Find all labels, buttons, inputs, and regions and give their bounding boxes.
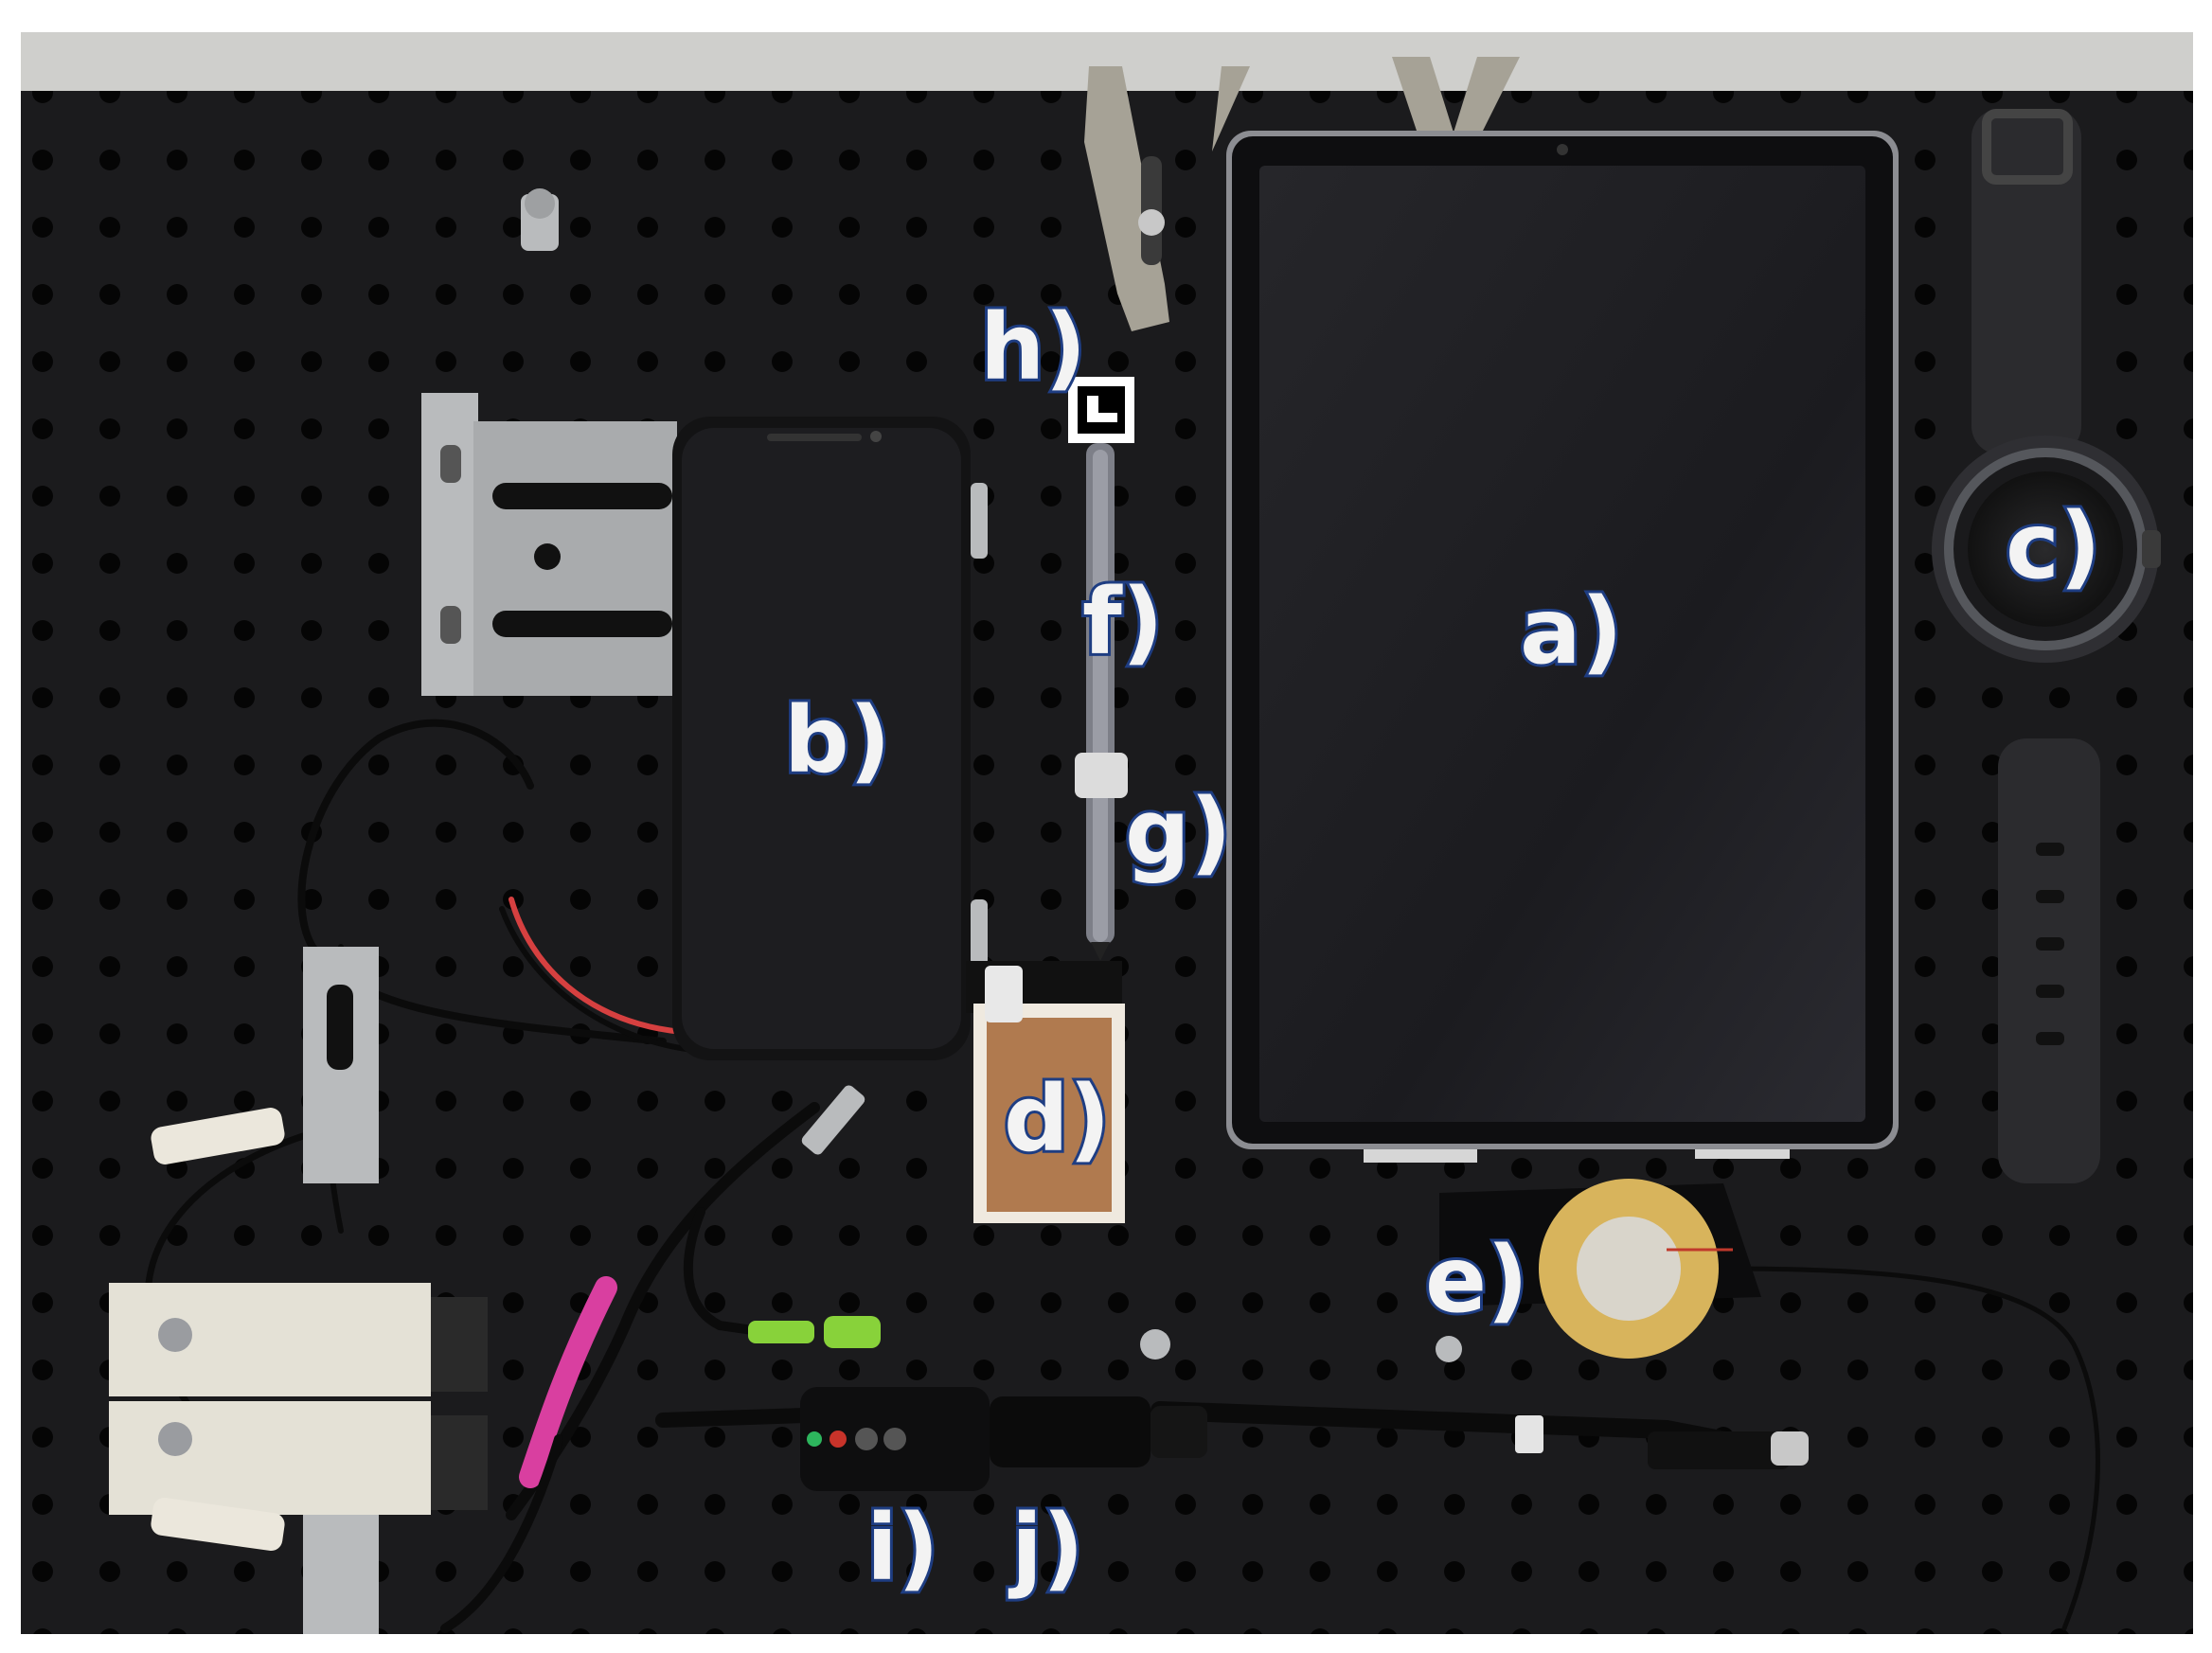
tablet-clip-left bbox=[1084, 66, 1250, 331]
smartphone bbox=[672, 417, 988, 1060]
label-c: c) bbox=[2006, 493, 2101, 599]
label-j: j) bbox=[1008, 1495, 1084, 1601]
tablet-clip-right bbox=[1392, 57, 1520, 142]
label-e: e) bbox=[1425, 1227, 1528, 1333]
usb-adapter bbox=[990, 1396, 1809, 1469]
label-h: h) bbox=[980, 294, 1086, 400]
label-d: d) bbox=[1004, 1066, 1111, 1172]
label-f: f) bbox=[1082, 569, 1164, 675]
aruco-marker bbox=[1068, 377, 1134, 443]
metal-bracket bbox=[421, 393, 677, 696]
label-a: a) bbox=[1520, 578, 1623, 684]
copper-sensor-pad bbox=[966, 961, 1125, 1223]
tablet-device bbox=[1226, 131, 1899, 1163]
smartwatch bbox=[1932, 109, 2161, 1183]
bolt-top bbox=[521, 188, 559, 251]
usb-sound-card bbox=[800, 1387, 990, 1491]
piezo-disc bbox=[1439, 1179, 1761, 1359]
stylus-pen bbox=[1086, 443, 1115, 961]
label-b: b) bbox=[784, 687, 891, 793]
stylus-holder-clip bbox=[1075, 753, 1128, 798]
washer-center bbox=[1140, 1329, 1170, 1360]
clamp-blocks bbox=[109, 947, 488, 1634]
label-i: i) bbox=[866, 1495, 939, 1601]
washer-right bbox=[1436, 1336, 1462, 1362]
label-g: g) bbox=[1125, 779, 1232, 885]
audio-splitter bbox=[748, 1085, 881, 1348]
